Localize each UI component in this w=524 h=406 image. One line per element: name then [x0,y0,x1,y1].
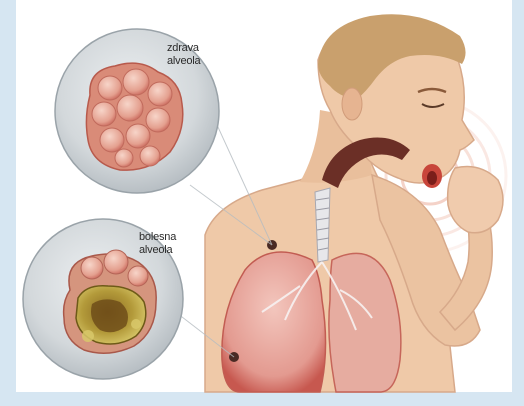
mouth-inner [427,171,437,185]
sick-alveola-label: bolesna alveola [139,231,176,257]
sick-label-line2: alveola [139,244,176,257]
ear [342,88,362,120]
healthy-label-line1: zdrava [167,42,200,55]
healthy-label-line2: alveola [167,55,200,68]
fist [448,167,503,233]
sick-alveola-cluster [64,250,157,353]
healthy-alveola-cluster [86,63,182,170]
sick-label-line1: bolesna [139,231,176,244]
healthy-alveola-label: zdrava alveola [167,42,200,68]
